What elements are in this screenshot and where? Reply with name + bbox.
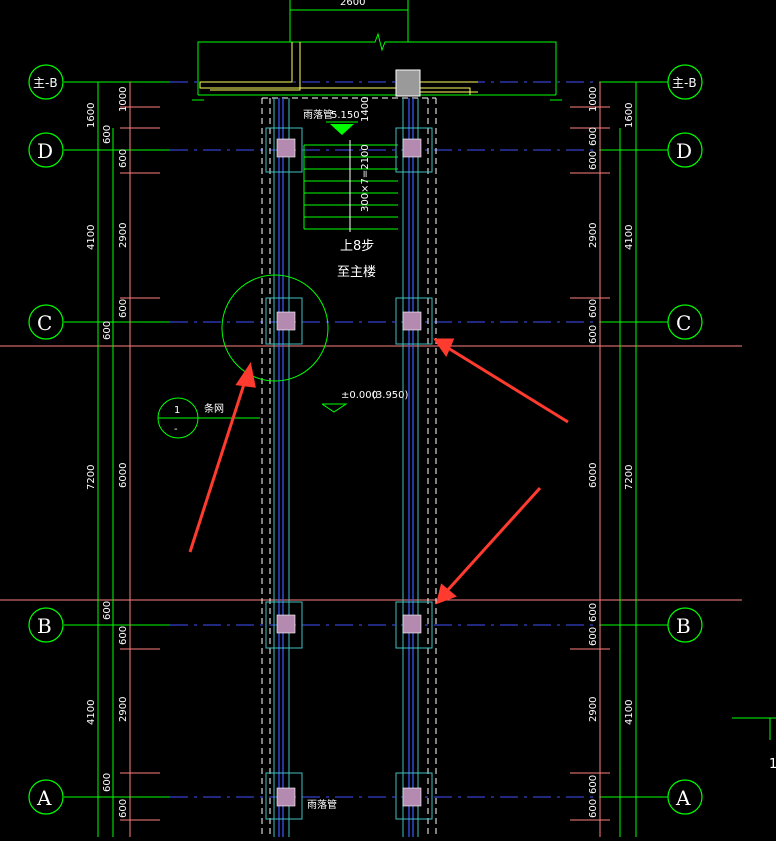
column-A-right	[395, 772, 433, 820]
stair-treads	[303, 144, 398, 230]
arrow-2-head	[433, 338, 455, 358]
left-mid-dim-2: 600	[102, 601, 113, 620]
left-outer-dim-2: 7200	[86, 465, 97, 490]
right-outer-dim-2: 7200	[624, 465, 635, 490]
arrow-1	[188, 377, 248, 553]
right-edge-label: 1	[769, 757, 776, 772]
axis-label-A-left: A	[36, 786, 52, 810]
axis-label-B-right: B	[676, 614, 691, 638]
column-A-left	[265, 772, 303, 820]
stair-dim: 300×7=2100	[360, 144, 371, 212]
axis-label-D-right: D	[676, 139, 692, 163]
pink-extensions	[0, 82, 742, 837]
right-inner-dim-2: 600	[588, 151, 599, 170]
left-inner-dim-5: 600	[118, 626, 129, 645]
left-inner-dim-4: 6000	[118, 463, 129, 488]
downpipe-top-label: 雨落管	[303, 108, 333, 121]
column-D-right	[395, 127, 433, 173]
left-inner-dim-3: 600	[118, 299, 129, 318]
left-inner-dim-7: 600	[118, 799, 129, 818]
left-outer-dim-1: 4100	[86, 225, 97, 250]
column-D-left	[265, 127, 303, 173]
corridor-walls	[278, 98, 414, 837]
top-column	[395, 69, 421, 97]
right-inner-dim-5: 600	[588, 325, 599, 344]
height-mid: 1400	[360, 97, 371, 122]
right-outer-dim-1: 4100	[624, 225, 635, 250]
right-inner-dim-11: 600	[588, 799, 599, 818]
main-building-outline	[192, 32, 562, 101]
right-outer-dim-0: 1600	[624, 103, 635, 128]
right-inner-dim-4: 600	[588, 299, 599, 318]
column-C-right	[395, 297, 433, 345]
yellow-lines	[199, 42, 478, 95]
axis-label-zB-right: 主-B	[672, 76, 697, 90]
arrow-3	[444, 486, 542, 594]
axis-label-C-right: C	[676, 311, 691, 335]
left-outer-dim-3: 4100	[86, 700, 97, 725]
arrow-1-head	[235, 362, 256, 388]
red-arrows	[188, 338, 569, 605]
left-inner-dim-6: 2900	[118, 697, 129, 722]
right-inner-dim-10: 600	[588, 775, 599, 794]
top-dimension-text: 2600	[340, 0, 365, 8]
arrow-2	[447, 346, 569, 424]
arrow-3-head	[435, 583, 457, 605]
column-B-right	[395, 601, 433, 649]
right-outer-dim-3: 4100	[624, 700, 635, 725]
left-inner-dim-0: 1000	[118, 87, 129, 112]
column-B-left	[265, 601, 303, 649]
detail-circle	[221, 274, 329, 382]
floor-elev2: (3.950)	[372, 390, 409, 401]
floor-elev: ±0.000	[341, 390, 378, 401]
corridor-dashed	[261, 97, 437, 837]
left-outer-dim-0: 1600	[86, 103, 97, 128]
stair-up: 上8步	[340, 239, 374, 254]
columns	[265, 127, 433, 820]
axis-label-A-right: A	[675, 786, 691, 810]
left-inner-dim-2: 2900	[118, 223, 129, 248]
detail-ref: -	[174, 424, 178, 435]
right-inner-dim-7: 600	[588, 603, 599, 622]
right-inner-dim-3: 2900	[588, 223, 599, 248]
right-inner-dim-1: 600	[588, 127, 599, 146]
detail-num: 1	[174, 405, 180, 416]
axis-label-zB-left: 主-B	[33, 76, 58, 90]
right-inner-dim-0: 1000	[588, 87, 599, 112]
floor-elev-marker	[321, 403, 348, 413]
stair-to: 至主楼	[337, 265, 376, 280]
left-grid-bubbles	[28, 64, 64, 815]
elevation-marker	[330, 124, 354, 135]
left-inner-dim-1: 600	[118, 149, 129, 168]
top-dimension	[289, 0, 409, 42]
axis-label-B-left: B	[37, 614, 52, 638]
right-inner-dim-8: 600	[588, 627, 599, 646]
elevation-top: 5.150	[331, 110, 360, 121]
right-inner-dim-6: 6000	[588, 463, 599, 488]
downpipe-bottom-label: 雨落管	[307, 798, 337, 811]
right-grid-bubbles	[667, 64, 703, 815]
green-dim-lines	[92, 81, 642, 837]
left-mid-dim-3: 600	[102, 773, 113, 792]
left-mid-dim-1: 600	[102, 321, 113, 340]
left-mid-dim-0: 600	[102, 125, 113, 144]
right-inner-dim-9: 2900	[588, 697, 599, 722]
axis-label-D-left: D	[37, 139, 53, 163]
detail-label: 条网	[204, 402, 224, 415]
corridor-walls-cyan	[273, 98, 419, 837]
axis-lines	[170, 81, 600, 798]
column-C-left	[265, 297, 303, 345]
axis-label-C-left: C	[37, 311, 52, 335]
